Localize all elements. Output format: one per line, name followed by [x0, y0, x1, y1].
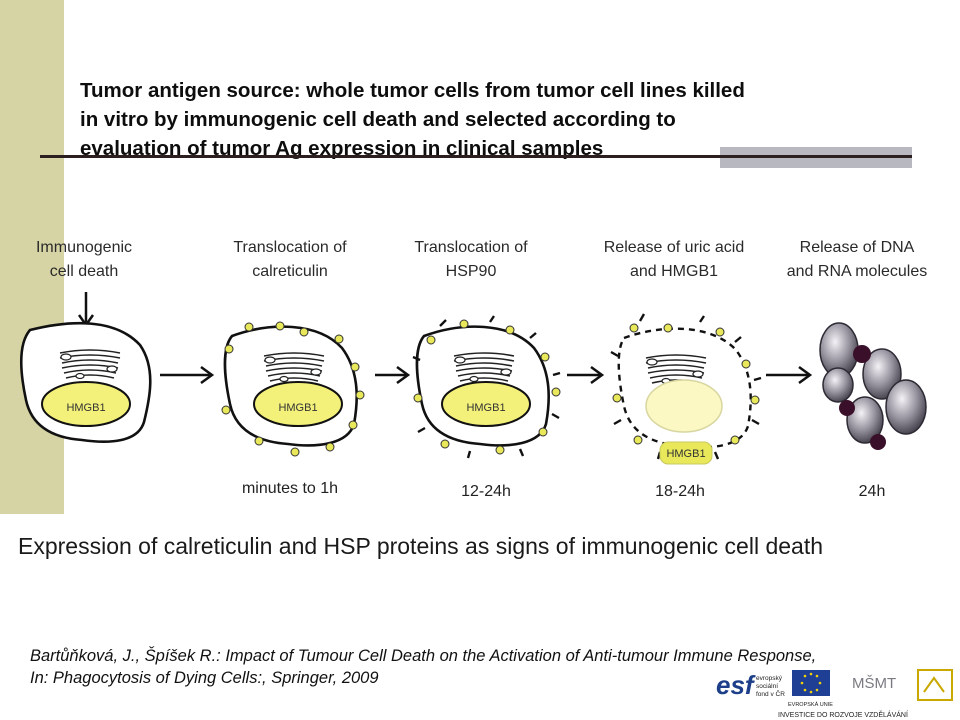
- op-logo: [917, 669, 953, 701]
- cell-uric-acid: [610, 313, 762, 465]
- citation: Bartůňková, J., Špíšek R.: Impact of Tum…: [30, 645, 816, 689]
- arrow-icon: [375, 365, 411, 385]
- time-label-2: 12-24h: [461, 483, 511, 500]
- msmt-logo: MŠMT: [852, 675, 896, 692]
- nucleus-label: HMGB1: [466, 402, 505, 414]
- down-arrow-icon: [77, 292, 95, 328]
- title-line-1: Tumor antigen source: whole tumor cells …: [80, 79, 745, 102]
- svg-text:evropský: evropský: [756, 675, 783, 682]
- funding-logos: esf evropský sociální fond v ČR EVROPSKÁ…: [716, 669, 953, 719]
- cell-immunogenic: [19, 321, 152, 443]
- arrow-icon: [160, 365, 215, 385]
- released-hmgb1-label: HMGB1: [666, 448, 705, 460]
- cell-fragments: [819, 322, 927, 450]
- svg-text:sociální: sociální: [756, 683, 778, 690]
- title-line-2: in vitro by immunogenic cell death and s…: [80, 108, 676, 131]
- cell-calreticulin: [221, 321, 365, 457]
- cell-hsp90: [412, 315, 561, 459]
- time-label-1: minutes to 1h: [241, 480, 339, 497]
- time-label-3: 18-24h: [655, 483, 705, 500]
- arrow-icon: [766, 365, 813, 385]
- svg-text:fond v ČR: fond v ČR: [756, 689, 785, 698]
- svg-text:EVROPSKÁ UNIE: EVROPSKÁ UNIE: [788, 701, 833, 708]
- esf-logo: esf evropský sociální fond v ČR: [716, 670, 785, 700]
- svg-text:MŠMT: MŠMT: [852, 675, 896, 692]
- title-rule: [40, 155, 912, 158]
- nucleus-label: HMGB1: [278, 402, 317, 414]
- svg-text:esf: esf: [716, 670, 756, 700]
- citation-line-2: In: Phagocytosis of Dying Cells:, Spring…: [30, 669, 379, 687]
- time-label-4: 24h: [858, 483, 886, 500]
- citation-line-1: Bartůňková, J., Špíšek R.: Impact of Tum…: [30, 647, 817, 665]
- nucleus-label: HMGB1: [66, 402, 105, 414]
- title-line-3: evaluation of tumor Ag expression in cli…: [80, 137, 604, 160]
- arrow-icon: [567, 365, 605, 385]
- headline: Expression of calreticulin and HSP prote…: [18, 533, 823, 559]
- eu-flag-logo: EVROPSKÁ UNIE: [788, 670, 833, 708]
- slide-title: Tumor antigen source: whole tumor cells …: [80, 76, 820, 163]
- funding-footer: INVESTICE DO ROZVOJE VZDĚLÁVÁNÍ: [778, 710, 908, 719]
